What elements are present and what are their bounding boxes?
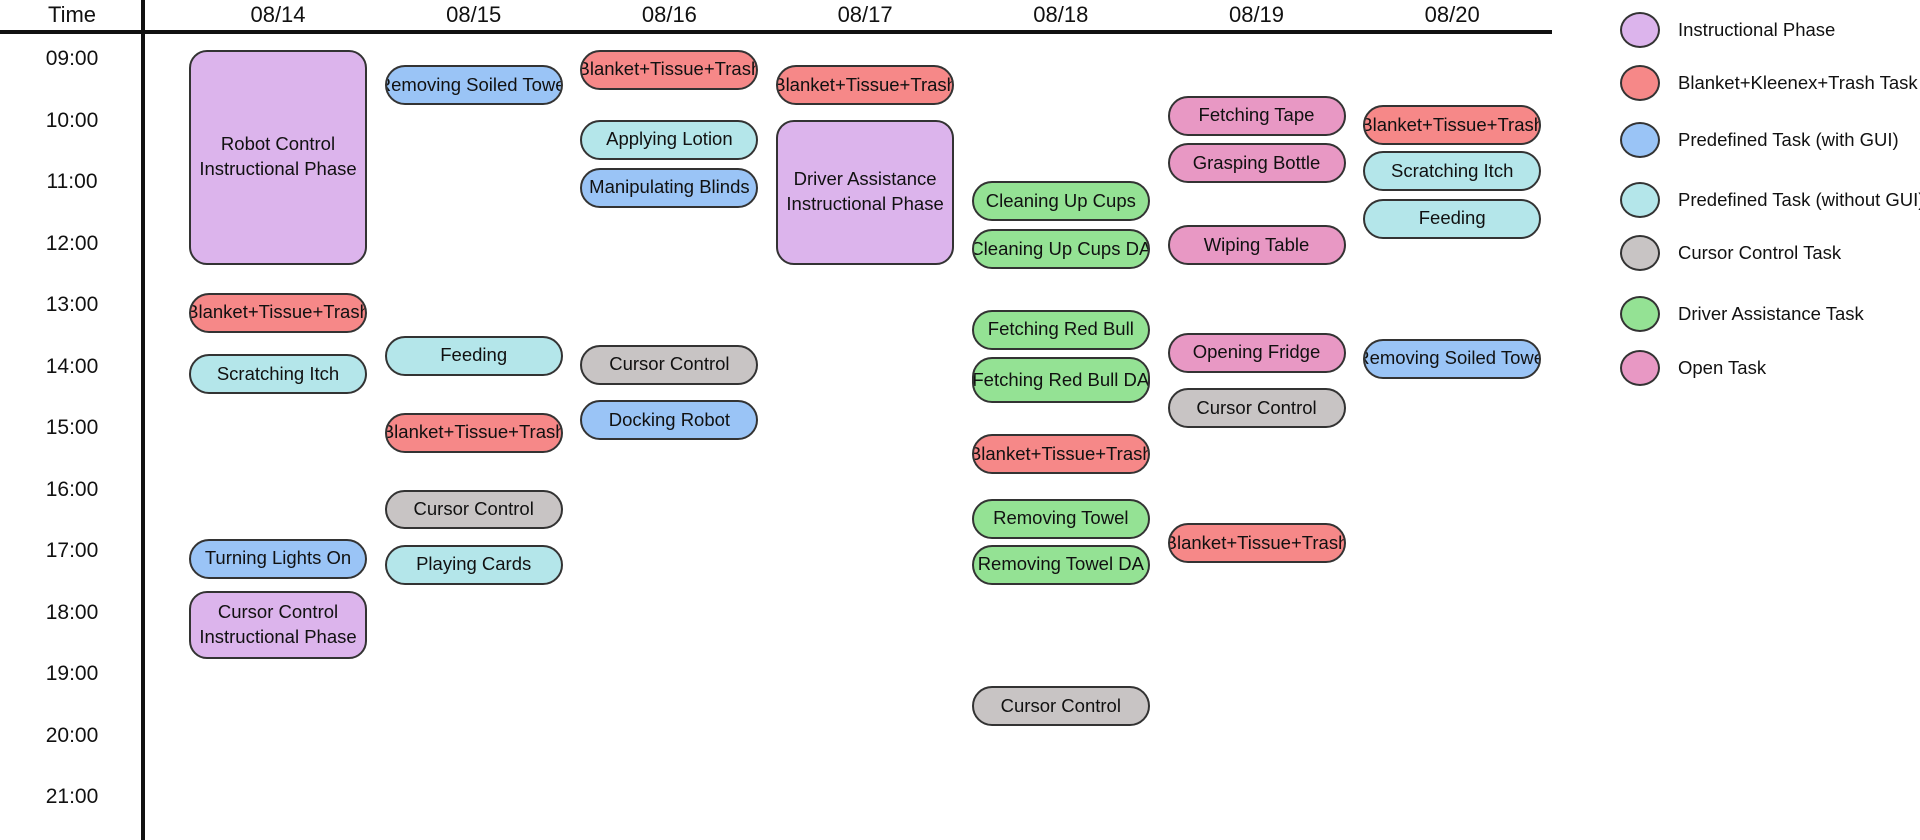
event-block: Wiping Table bbox=[1167, 225, 1346, 266]
legend-swatch bbox=[1620, 235, 1660, 271]
legend-item: Blanket+Kleenex+Trash Task bbox=[1620, 63, 1918, 103]
legend-item: Driver Assistance Task bbox=[1620, 294, 1864, 334]
event-block: Removing Towel bbox=[971, 498, 1150, 539]
time-axis-line bbox=[141, 0, 145, 840]
legend-swatch bbox=[1620, 350, 1660, 386]
legend-swatch bbox=[1620, 296, 1660, 332]
legend-swatch bbox=[1620, 182, 1660, 218]
event-block: Fetching Red Bull bbox=[971, 309, 1150, 350]
time-column-header: Time bbox=[47, 2, 97, 27]
legend-label: Cursor Control Task bbox=[1678, 242, 1842, 263]
header-axis-line bbox=[0, 30, 1552, 34]
event-block: Removing Towel DA bbox=[971, 544, 1150, 585]
legend-label: Open Task bbox=[1678, 357, 1767, 378]
legend-label: Instructional Phase bbox=[1678, 19, 1836, 40]
event-block: Blanket+Tissue+Trash bbox=[580, 49, 759, 90]
event-block: Manipulating Blinds bbox=[580, 167, 759, 208]
event-block: Applying Lotion bbox=[580, 119, 759, 160]
day-header: 08/14 bbox=[250, 2, 306, 27]
event-block: Blanket+Tissue+Trash bbox=[1167, 523, 1346, 564]
legend-item: Instructional Phase bbox=[1620, 10, 1835, 50]
day-header: 08/18 bbox=[1033, 2, 1089, 27]
event-block: Docking Robot bbox=[580, 400, 759, 441]
time-label: 16:00 bbox=[45, 477, 99, 501]
event-block: Cleaning Up Cups bbox=[971, 181, 1150, 222]
event-block: Cursor Control bbox=[580, 344, 759, 385]
event-block: Fetching Red Bull DA bbox=[971, 357, 1150, 404]
legend-label: Blanket+Kleenex+Trash Task bbox=[1678, 72, 1918, 93]
event-block: Blanket+Tissue+Trash bbox=[1363, 105, 1542, 146]
event-block: Cursor Control bbox=[384, 489, 563, 530]
event-block: Driver Assistance Instructional Phase bbox=[776, 119, 955, 265]
event-block: Cursor Control Instructional Phase bbox=[189, 590, 367, 659]
legend-item: Open Task bbox=[1620, 348, 1766, 388]
event-block: Opening Fridge bbox=[1167, 332, 1346, 373]
event-block: Blanket+Tissue+Trash bbox=[384, 412, 563, 453]
event-block: Blanket+Tissue+Trash bbox=[189, 292, 367, 333]
time-label: 12:00 bbox=[45, 231, 99, 255]
day-header: 08/17 bbox=[837, 2, 893, 27]
event-block: Blanket+Tissue+Trash bbox=[776, 65, 955, 106]
time-label: 18:00 bbox=[45, 600, 99, 624]
event-block: Scratching Itch bbox=[189, 354, 367, 395]
event-block: Scratching Itch bbox=[1363, 151, 1542, 192]
event-block: Playing Cards bbox=[384, 544, 563, 585]
legend-swatch bbox=[1620, 122, 1660, 158]
legend-item: Cursor Control Task bbox=[1620, 233, 1841, 273]
legend-item: Predefined Task (without GUI) bbox=[1620, 180, 1920, 220]
event-block: Removing Soiled Towel bbox=[384, 65, 563, 106]
event-block: Fetching Tape bbox=[1167, 95, 1346, 136]
event-block: Grasping Bottle bbox=[1167, 143, 1346, 184]
event-block: Robot Control Instructional Phase bbox=[189, 49, 367, 266]
time-label: 15:00 bbox=[45, 416, 99, 439]
event-block: Cursor Control bbox=[1167, 388, 1346, 428]
legend-item: Predefined Task (with GUI) bbox=[1620, 120, 1899, 160]
day-header: 08/15 bbox=[446, 2, 502, 27]
time-label: 13:00 bbox=[45, 293, 99, 316]
time-label: 20:00 bbox=[45, 723, 99, 747]
time-label: 11:00 bbox=[46, 170, 98, 193]
time-label: 17:00 bbox=[45, 539, 99, 562]
event-block: Cleaning Up Cups DA bbox=[971, 229, 1150, 270]
event-block: Removing Soiled Towel bbox=[1363, 338, 1542, 379]
event-block: Feeding bbox=[384, 335, 563, 376]
legend-swatch bbox=[1620, 12, 1660, 48]
day-header: 08/20 bbox=[1424, 2, 1480, 27]
event-block: Feeding bbox=[1363, 198, 1542, 239]
legend-label: Predefined Task (with GUI) bbox=[1678, 129, 1899, 150]
time-label: 09:00 bbox=[45, 47, 99, 70]
event-block: Cursor Control bbox=[971, 686, 1150, 727]
time-label: 21:00 bbox=[45, 785, 99, 808]
time-label: 14:00 bbox=[45, 354, 99, 378]
legend-swatch bbox=[1620, 65, 1660, 101]
event-block: Blanket+Tissue+Trash bbox=[971, 434, 1150, 475]
time-label: 19:00 bbox=[45, 662, 99, 685]
time-label: 10:00 bbox=[45, 108, 99, 132]
day-header: 08/19 bbox=[1228, 2, 1285, 27]
legend-label: Driver Assistance Task bbox=[1678, 303, 1864, 324]
event-block: Turning Lights On bbox=[189, 538, 367, 579]
legend-label: Predefined Task (without GUI) bbox=[1678, 189, 1920, 210]
day-header: 08/16 bbox=[641, 2, 697, 27]
